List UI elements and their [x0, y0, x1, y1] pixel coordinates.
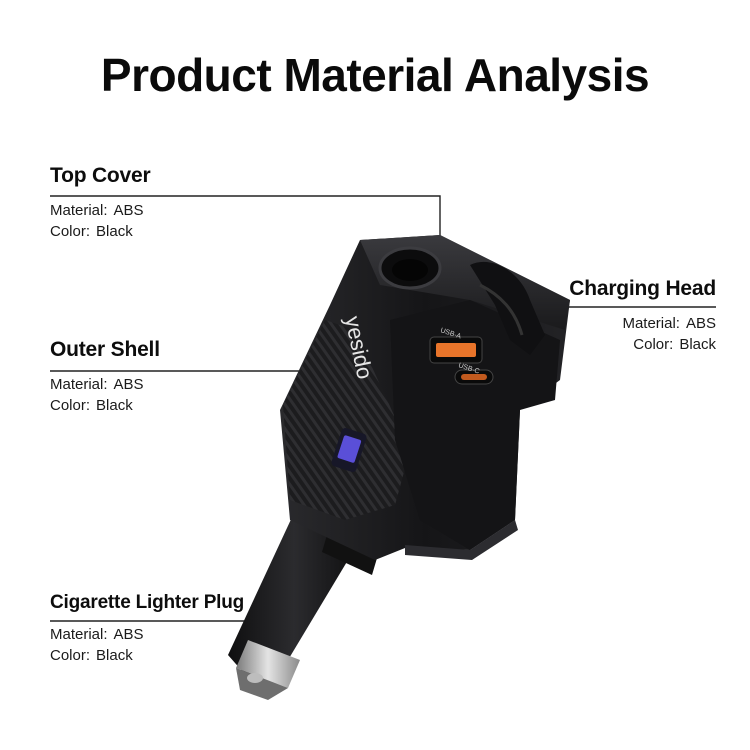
top-cover-callout: Top Cover Material:ABS Color:Black: [50, 164, 151, 242]
part-name: Top Cover: [50, 164, 151, 187]
plug-callout: Cigarette Lighter Plug Material:ABS Colo…: [50, 592, 244, 666]
outer-shell-callout: Outer Shell Material:ABS Color:Black: [50, 338, 160, 416]
material-line: Material:ABS: [622, 315, 716, 332]
material-line: Material:ABS: [50, 626, 144, 643]
material-line: Material:ABS: [50, 376, 144, 393]
color-line: Color:Black: [50, 397, 133, 414]
part-name: Cigarette Lighter Plug: [50, 592, 245, 613]
color-line: Color:Black: [50, 647, 133, 664]
charger-body: [280, 235, 570, 560]
color-line: Color:Black: [633, 336, 716, 353]
top-cover-leader: [50, 195, 441, 250]
material-line: Material:ABS: [50, 202, 144, 219]
part-name: Charging Head: [569, 277, 716, 300]
part-name: Outer Shell: [50, 338, 160, 361]
page-title: Product Material Analysis: [100, 49, 650, 101]
color-line: Color:Black: [50, 223, 133, 240]
charging-head-callout: Charging Head Material:ABS Color:Black: [569, 277, 716, 355]
